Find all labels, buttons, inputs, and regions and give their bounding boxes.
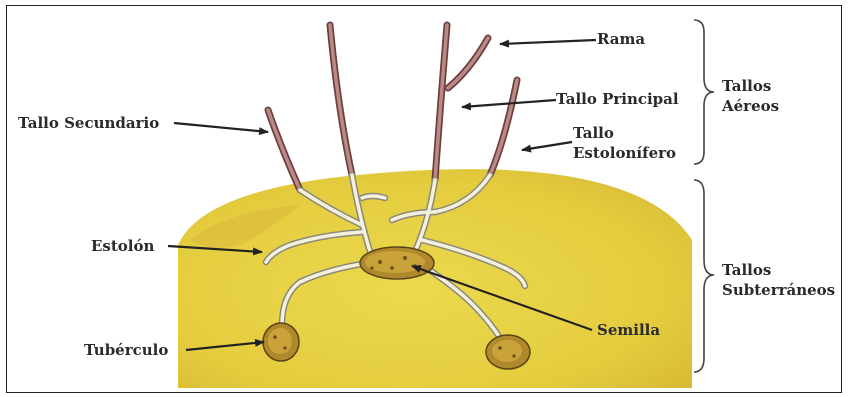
arrow-tallo-secundario (174, 123, 268, 132)
brace-underground (694, 180, 714, 372)
label-estolon: Estolón (91, 238, 154, 255)
label-tallos-subterraneos-line2: Subterráneos (722, 282, 835, 299)
label-tuberculo: Tubérculo (84, 342, 168, 359)
label-tallo-estolonifero-line1: Tallo (573, 125, 614, 142)
label-tallo-principal: Tallo Principal (556, 91, 679, 108)
tuber-left (263, 323, 299, 361)
brace-aerial (694, 20, 714, 164)
label-tallos-aereos-line1: Tallos (722, 78, 771, 95)
soil-mound (178, 169, 692, 388)
label-tallos-subterraneos-line1: Tallos (722, 262, 771, 279)
label-semilla: Semilla (597, 322, 660, 339)
label-tallo-estolonifero-line2: Estolonífero (573, 145, 676, 162)
arrow-rama (500, 40, 596, 44)
label-rama: Rama (597, 31, 645, 48)
seed-tuber (360, 247, 434, 279)
arrow-tallo-estolonifero (522, 142, 572, 150)
aerial-stems (268, 25, 517, 190)
tuber-right (486, 335, 530, 369)
label-tallo-secundario: Tallo Secundario (18, 115, 159, 132)
label-tallos-aereos-line2: Aéreos (722, 98, 779, 115)
